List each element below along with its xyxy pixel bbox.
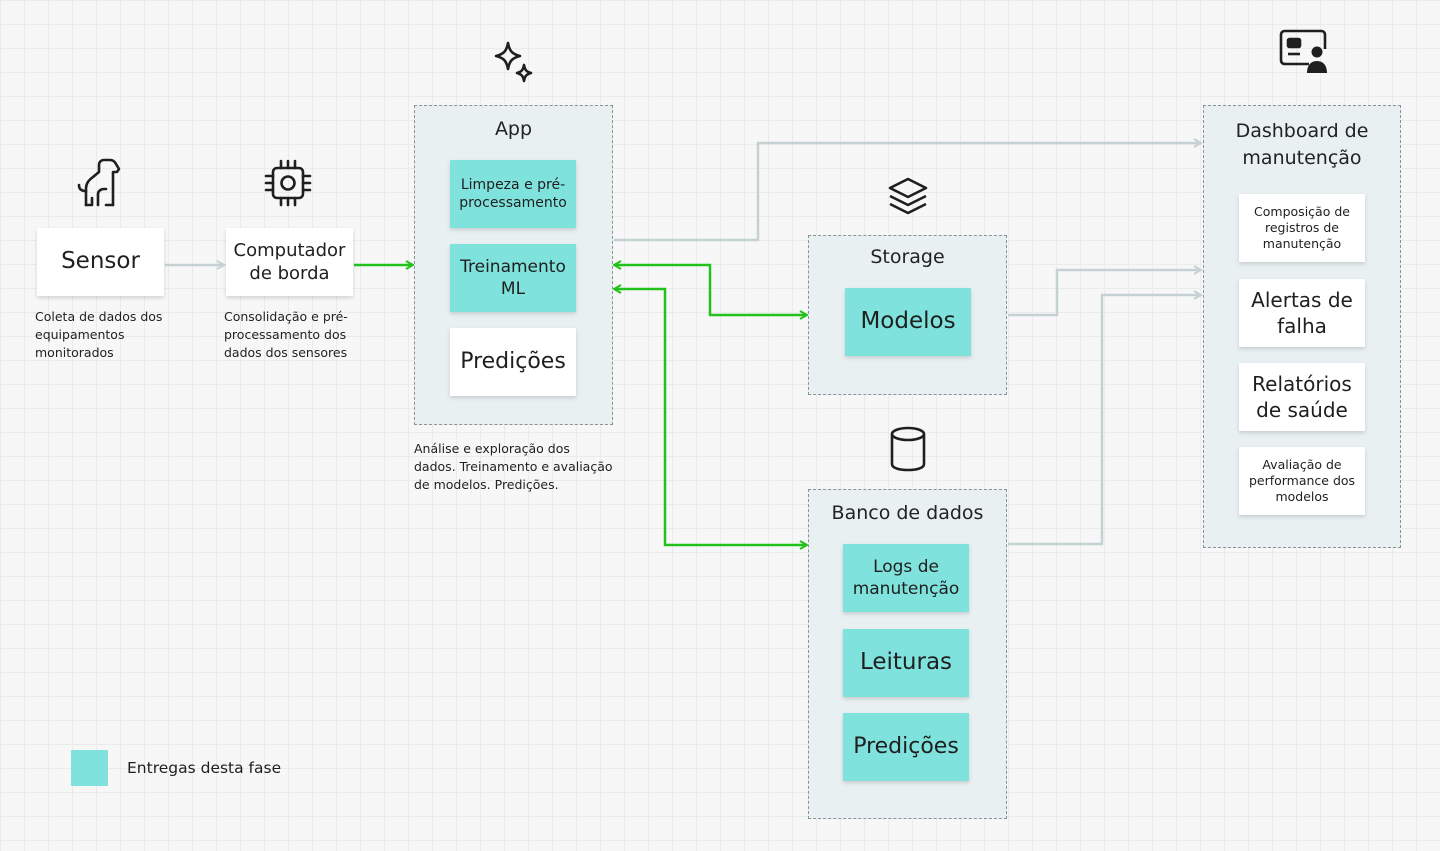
storage-to-dashboard-connector: [1008, 270, 1201, 317]
app-item-training-label: Treinamento ML: [460, 256, 566, 299]
storage-item-models-label: Modelos: [860, 308, 956, 335]
dashboard-item-maintenance-records[interactable]: Composição de registros de manutenção: [1239, 194, 1365, 262]
sensor-note: Coleta de dados dos equipamentos monitor…: [35, 309, 163, 360]
sensor-label: Sensor: [61, 248, 140, 275]
legend-swatch: [71, 750, 108, 786]
app-database-connector: [614, 289, 807, 545]
app-item-training[interactable]: Treinamento ML: [450, 244, 576, 312]
sparkles-icon: [491, 41, 535, 83]
dashboard-item-maintenance-records-label: Composição de registros de manutenção: [1254, 203, 1350, 252]
database-item-predictions[interactable]: Predições: [843, 713, 969, 781]
app-item-cleaning-label: Limpeza e pré-processamento: [459, 176, 567, 211]
database-item-readings[interactable]: Leituras: [843, 629, 969, 697]
app-title: App: [494, 118, 533, 140]
dashboard-item-model-performance-label: Avaliação de performance dos modelos: [1248, 456, 1356, 505]
sensor-node[interactable]: Sensor: [37, 228, 164, 296]
chip-icon: [264, 159, 312, 207]
dashboard-item-health-reports-label: Relatórios de saúde: [1252, 372, 1352, 422]
database-item-predictions-label: Predições: [853, 733, 959, 759]
storage-title: Storage: [870, 246, 945, 268]
storage-item-models[interactable]: Modelos: [845, 288, 971, 356]
database-item-readings-label: Leituras: [859, 649, 953, 676]
dashboard-title: Dashboard de manutenção: [1235, 120, 1369, 169]
database-title: Banco de dados: [831, 502, 984, 524]
edge-computer-label: Computador de borda: [233, 239, 346, 284]
app-item-predictions-label: Predições: [460, 348, 566, 374]
dashboard-item-failure-alerts-label: Alertas de falha: [1251, 288, 1353, 338]
layers-icon: [887, 176, 929, 218]
app-to-dashboard-connector: [614, 143, 1201, 242]
database-item-logs[interactable]: Logs de manutenção: [843, 544, 969, 612]
dashboard-item-model-performance[interactable]: Avaliação de performance dos modelos: [1239, 447, 1365, 515]
dashboard-item-health-reports[interactable]: Relatórios de saúde: [1239, 363, 1365, 431]
dashboard-user-icon: [1279, 29, 1329, 75]
edge-computer-node[interactable]: Computador de borda: [226, 228, 353, 296]
app-note: Análise e exploração dos dados. Treiname…: [414, 441, 613, 492]
database-to-dashboard-connector: [1008, 295, 1201, 546]
app-item-predictions[interactable]: Predições: [450, 328, 576, 396]
app-item-cleaning[interactable]: Limpeza e pré-processamento: [450, 160, 576, 228]
dashboard-item-failure-alerts[interactable]: Alertas de falha: [1239, 279, 1365, 347]
database-icon: [887, 425, 929, 473]
dog-icon: [76, 158, 122, 208]
database-item-logs-label: Logs de manutenção: [852, 556, 960, 599]
legend-label: Entregas desta fase: [127, 759, 282, 777]
edge-computer-note: Consolidação e pré-processamento dos dad…: [224, 309, 348, 360]
